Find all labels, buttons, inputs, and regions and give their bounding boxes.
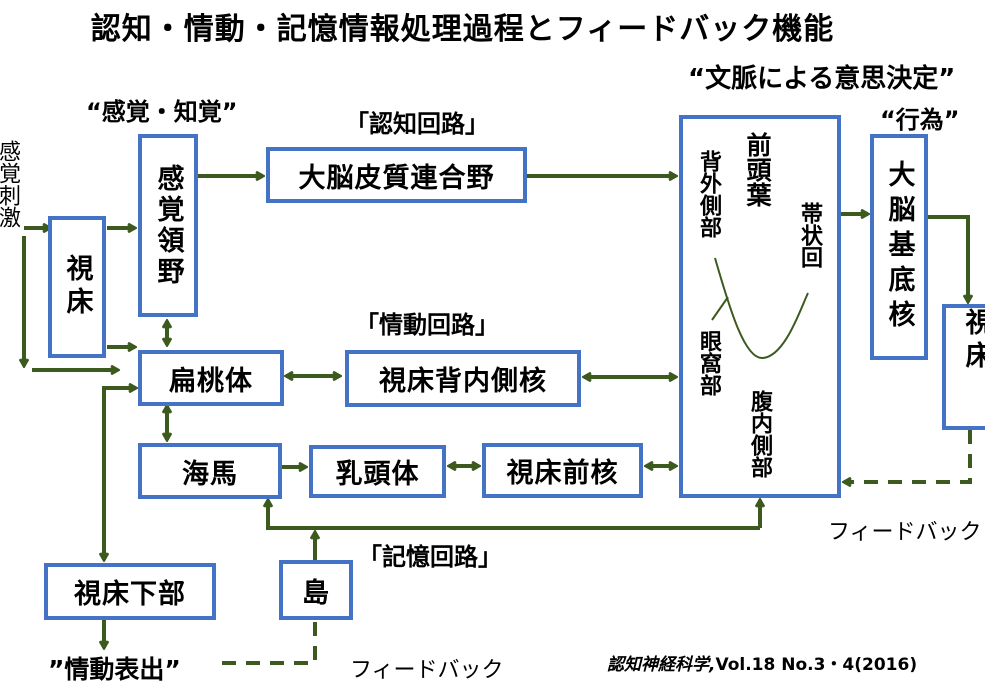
feedback-right-label: フィードバック <box>828 514 982 546</box>
frontal-lobe-title: 前頭葉 <box>745 132 770 207</box>
stimulus-label: 感覚刺激 <box>0 140 18 228</box>
box-anterior-thalamus-text: 視床前核 <box>507 451 619 490</box>
box-amygdala-text: 扁桃体 <box>169 359 253 398</box>
frontal-dorsolateral: 背外側部 <box>697 150 719 238</box>
feedback-right-dashed <box>846 430 970 482</box>
emotion-circuit-label: 「情動回路」 <box>355 305 499 340</box>
feedback-bottom-label: フィードバック <box>350 652 504 684</box>
sensation-label: “感覚・知覚” <box>86 92 238 127</box>
box-insula: 島 <box>279 560 353 620</box>
cognitive-circuit-label: 「認知回路」 <box>345 104 489 139</box>
box-md-thalamus-text: 視床背内側核 <box>379 359 547 398</box>
box-hypothalamus: 視床下部 <box>44 563 216 620</box>
frontal-orbital: 眼窩部 <box>697 330 719 396</box>
action-label: “行為” <box>880 100 960 135</box>
box-basal-ganglia: 大脳基底核 <box>870 134 928 360</box>
citation-volume: Vol.18 No.3・4(2016) <box>715 655 917 675</box>
memory-circuit-label: 「記憶回路」 <box>358 537 502 572</box>
box-hippocampus: 海馬 <box>138 443 282 499</box>
arrow-loop-to-hippocampus <box>268 500 760 528</box>
box-thalamus-right: 視床 <box>942 304 985 430</box>
box-insula-text: 島 <box>302 571 330 610</box>
box-thalamus-left: 視床 <box>48 216 106 358</box>
frontal-ventromedial: 腹内側部 <box>748 390 770 478</box>
page-title: 認知・情動・記憶情報処理過程とフィードバック機能 <box>0 4 955 48</box>
box-thalamus-left-text: 視床 <box>58 254 97 320</box>
arrow-basal-thalamus <box>928 217 968 302</box>
box-anterior-thalamus: 視床前核 <box>482 443 643 498</box>
box-mammillary: 乳頭体 <box>309 445 446 498</box>
box-md-thalamus: 視床背内側核 <box>345 350 581 407</box>
frontal-cingulate: 帯状回 <box>798 202 820 268</box>
box-association-cortex: 大脳皮質連合野 <box>266 147 527 203</box>
citation: 認知神経科学,Vol.18 No.3・4(2016) <box>607 650 917 675</box>
box-hippocampus-text: 海馬 <box>182 452 238 491</box>
box-thalamus-right-text: 視床 <box>957 308 985 374</box>
context-decision-label: “文脈による意思決定” <box>688 58 955 95</box>
box-hypothalamus-text: 視床下部 <box>74 572 186 611</box>
arrow-to-amygdala-from-left <box>104 388 136 560</box>
box-basal-ganglia-text: 大脳基底核 <box>880 160 919 335</box>
feedback-insula-dashed <box>222 622 315 663</box>
box-amygdala: 扁桃体 <box>138 350 284 406</box>
citation-journal: 認知神経科学, <box>607 655 715 675</box>
box-association-cortex-text: 大脳皮質連合野 <box>299 156 495 195</box>
box-mammillary-text: 乳頭体 <box>336 452 420 491</box>
box-sensory-area-text: 感覚領野 <box>149 164 188 288</box>
box-sensory-area: 感覚領野 <box>138 134 198 317</box>
emotion-expression-label: ”情動表出” <box>48 650 181 686</box>
